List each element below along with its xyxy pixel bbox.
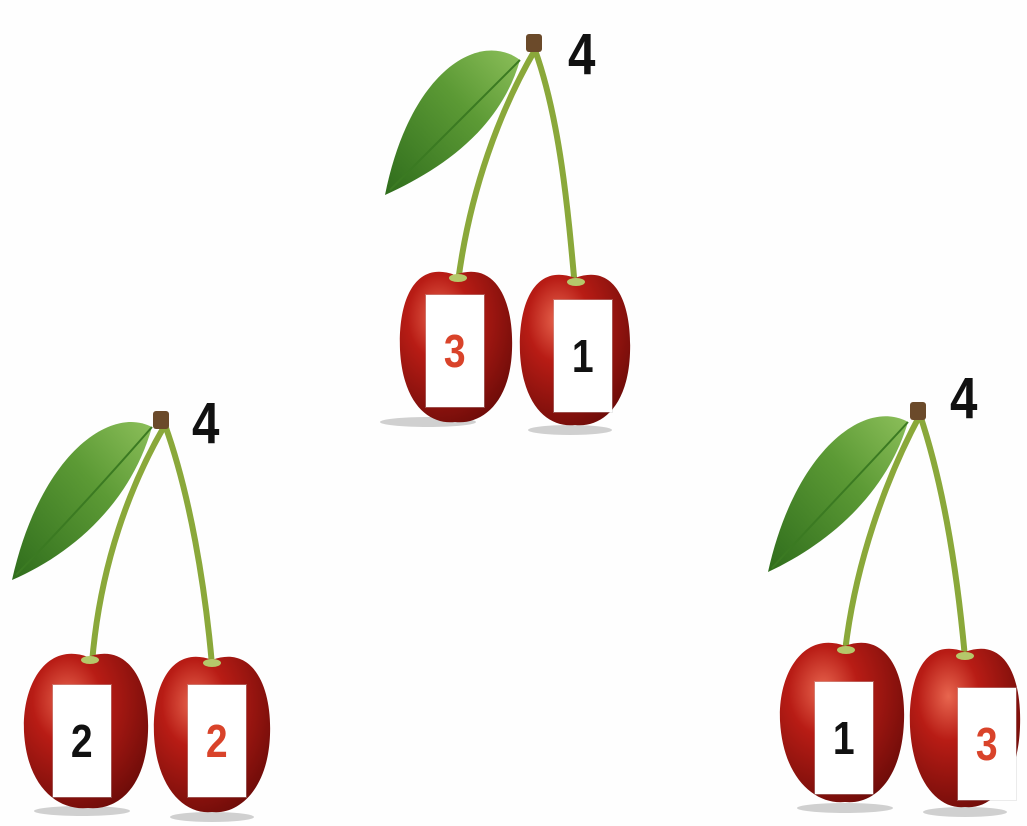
bond-part-left-value: 3 <box>444 325 466 377</box>
bond-part-right-bottom-right: 3 <box>958 688 1016 800</box>
cherry-pair-illustration <box>12 411 271 822</box>
cherry-bond-bottom-left: 4 2 2 <box>0 395 320 825</box>
bond-part-left-value: 2 <box>71 715 93 767</box>
bond-part-left-value: 1 <box>833 712 855 764</box>
bond-part-right-value: 3 <box>976 718 998 770</box>
bond-part-left-top: 3 <box>426 295 484 407</box>
bond-part-left-bottom-left: 2 <box>53 685 111 797</box>
cherry-bond-bottom-right: 4 1 3 <box>760 370 1027 817</box>
bond-part-right-value: 2 <box>206 715 228 767</box>
bond-total-bottom-right: 4 <box>950 366 978 431</box>
bond-part-left-bottom-right: 1 <box>815 682 873 794</box>
cherry-pair-illustration <box>380 34 631 435</box>
bond-total-bottom-left: 4 <box>192 391 220 456</box>
bond-part-right-value: 1 <box>572 330 594 382</box>
bond-part-right-bottom-left: 2 <box>188 685 246 797</box>
bond-total-top: 4 <box>568 22 596 87</box>
bond-part-right-top: 1 <box>554 300 612 412</box>
cherry-bond-top: 4 3 1 <box>370 20 690 450</box>
